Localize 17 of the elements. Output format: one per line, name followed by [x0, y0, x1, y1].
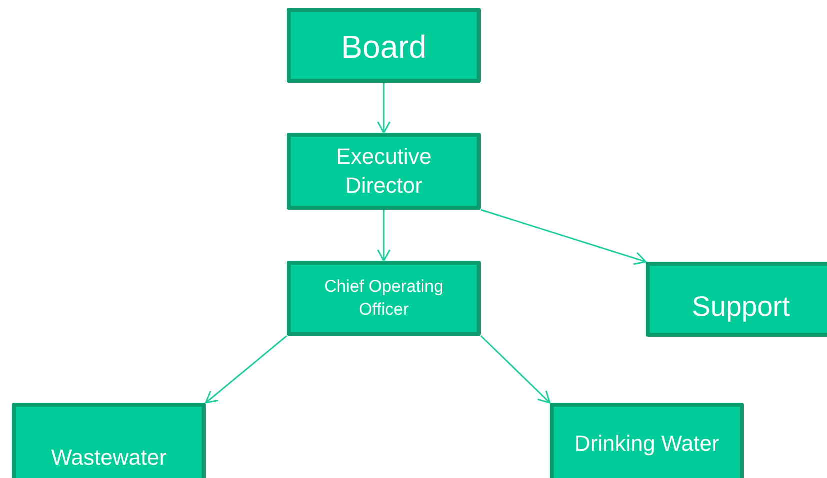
box-label: Board — [341, 28, 427, 67]
box-label: Drinking Water — [574, 430, 720, 458]
org-box — [646, 262, 827, 337]
box-label: Wastewater — [51, 444, 167, 472]
org-box — [12, 403, 206, 478]
arrow — [480, 209, 647, 266]
org-box — [287, 261, 481, 336]
arrow — [205, 335, 288, 404]
arrow — [377, 83, 391, 134]
arrow — [480, 335, 551, 404]
arrow — [377, 210, 391, 262]
org-box — [550, 403, 744, 478]
org-box — [287, 8, 481, 83]
box-label: Support — [692, 290, 790, 324]
box-label: Chief Operating Officer — [323, 276, 445, 320]
org-box — [287, 133, 481, 210]
box-label: Executive Director — [335, 142, 433, 200]
